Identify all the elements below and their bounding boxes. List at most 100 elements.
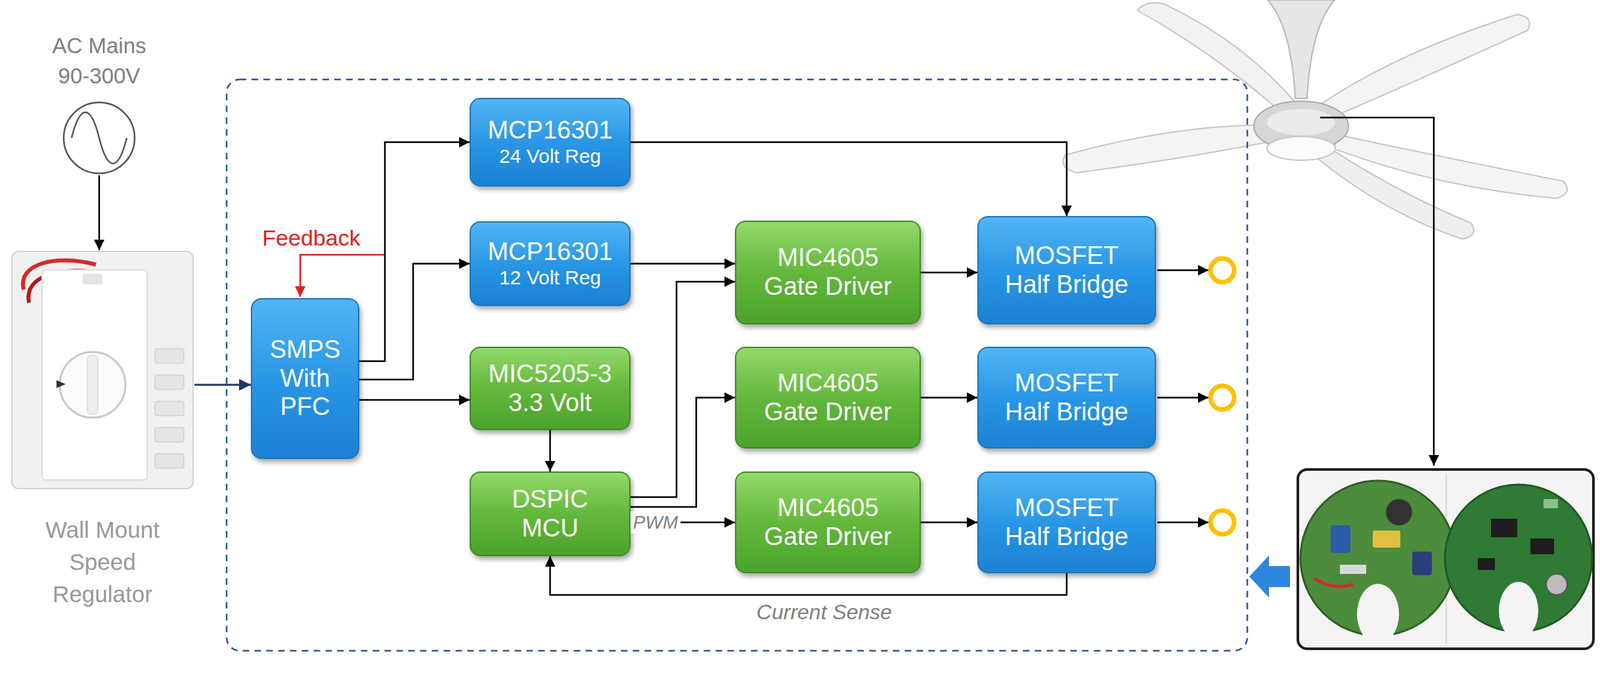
signal-label: Feedback <box>258 224 364 252</box>
regulator-box: MCP1630124 Volt Reg <box>469 97 631 187</box>
box-label: MOSFET Half Bridge <box>1000 493 1133 552</box>
ceiling-fan-illustration <box>1266 136 1336 161</box>
text-holder: MCP1630112 Volt Reg <box>487 237 613 289</box>
box-label: 24 Volt Reg <box>499 145 601 169</box>
output-terminal <box>1210 258 1235 535</box>
speed-regulator-photo <box>11 251 194 489</box>
ceiling-fan-illustration <box>1266 109 1336 136</box>
ac-source-symbol <box>63 102 135 174</box>
connector-arrow <box>920 521 978 524</box>
ceiling-fan-illustration <box>1063 0 1568 240</box>
output-wire <box>1157 521 1209 524</box>
connector-arrow <box>920 271 978 274</box>
connector-arrow <box>549 430 552 472</box>
text-holder: MOSFET Half Bridge <box>1000 493 1133 552</box>
text-holder: MOSFET Half Bridge <box>1000 369 1133 427</box>
connector-arrow <box>359 264 470 381</box>
text-holder: Wall Mount Speed Regulator <box>10 513 195 611</box>
output-terminal <box>1210 258 1235 283</box>
speed-regulator-photo <box>155 375 184 390</box>
pcb-photo <box>1385 499 1413 526</box>
connector-arrow <box>359 142 470 362</box>
speed-regulator-photo <box>155 348 184 364</box>
power-supply-box: SMPS With PFC <box>250 298 360 460</box>
caption-label: AC Mains 90-300V <box>43 30 156 92</box>
pcb-photo <box>1313 577 1354 587</box>
box-label: SMPS With PFC <box>262 335 349 422</box>
output-wire <box>1157 270 1209 523</box>
pcb-photo <box>1543 499 1558 509</box>
box-label: MIC4605 Gate Driver <box>757 243 899 301</box>
speed-regulator-photo <box>56 380 66 389</box>
half-bridge-box: MOSFET Half Bridge <box>977 346 1156 449</box>
box-label: 12 Volt Reg <box>499 266 601 290</box>
ceiling-fan-illustration <box>1307 141 1474 240</box>
output-terminal <box>1210 386 1235 410</box>
connector-arrow <box>920 396 978 399</box>
half-bridge-box: MOSFET Half Bridge <box>977 216 1156 325</box>
ceiling-fan-illustration <box>1313 14 1530 120</box>
feedback-line <box>300 254 385 297</box>
pcb-photo <box>1330 525 1351 554</box>
regulator-box: MIC5205-3 3.3 Volt <box>469 346 631 431</box>
pcb-photo <box>1412 551 1432 576</box>
ceiling-fan-illustration <box>1267 0 1335 99</box>
box-label: MIC4605 Gate Driver <box>757 493 899 552</box>
speed-regulator-photo <box>155 453 184 469</box>
ac-source-symbol <box>71 112 127 164</box>
gate-driver-box: MIC4605 Gate Driver <box>734 471 921 574</box>
gate-driver-box: MIC4605 Gate Driver <box>734 220 921 325</box>
output-wire <box>1157 396 1209 399</box>
speed-regulator-photo <box>42 269 148 481</box>
output-wire <box>1157 269 1209 272</box>
connector-arrow <box>98 175 101 251</box>
text-holder: MIC5205-3 3.3 Volt <box>484 359 617 418</box>
leader-line <box>1320 117 1434 466</box>
pcb-photo <box>1498 581 1539 640</box>
text-holder: MCP1630124 Volt Reg <box>487 116 613 168</box>
ac-source-symbol: AC Mains 90-300V <box>61 100 137 176</box>
connector-arrow <box>630 262 735 265</box>
speed-regulator-photo <box>82 273 103 285</box>
signal-label: Current Sense <box>754 599 895 625</box>
text-holder: MIC4605 Gate Driver <box>757 243 899 301</box>
pcb-photo <box>1372 530 1401 548</box>
pcb-photo <box>1356 583 1400 645</box>
speed-regulator-photo <box>87 355 98 415</box>
caption-label: Wall Mount Speed Regulator <box>32 513 174 611</box>
text-holder: MIC4605 Gate Driver <box>757 493 899 552</box>
connector-arrow <box>359 399 470 402</box>
speed-regulator-photo <box>59 352 126 418</box>
system-boundary <box>226 79 1248 651</box>
pcb-photo <box>1297 469 1594 649</box>
pcb-photo <box>1530 538 1555 555</box>
pcb-photo <box>1339 564 1367 575</box>
text-holder: MIC4605 Gate Driver <box>757 369 899 427</box>
regulator-box: MCP1630112 Volt Reg <box>469 221 631 307</box>
box-label: MCP16301 <box>487 116 613 146</box>
box-label: MIC5205-3 3.3 Volt <box>484 359 617 418</box>
signal-label: PWM <box>630 511 681 534</box>
pcb-photo <box>1477 558 1495 571</box>
ceiling-fan-illustration <box>1137 2 1298 113</box>
connector-arrow <box>630 142 1067 217</box>
connector-arrow <box>630 281 735 498</box>
box-label: MCP16301 <box>487 237 613 267</box>
mcu-box: DSPIC MCU <box>469 471 631 557</box>
connector-arrow <box>194 384 251 387</box>
pcb-photo <box>1297 469 1594 649</box>
speed-regulator-photo: Wall Mount Speed Regulator <box>10 250 195 490</box>
box-label: MIC4605 Gate Driver <box>757 369 899 427</box>
output-terminal <box>1210 511 1235 535</box>
speed-regulator-photo <box>10 250 195 490</box>
box-label: MOSFET Half Bridge <box>1000 241 1133 299</box>
half-bridge-box: MOSFET Half Bridge <box>977 471 1156 574</box>
box-label: MOSFET Half Bridge <box>1000 369 1133 427</box>
ac-source-symbol <box>61 100 137 176</box>
box-label: DSPIC MCU <box>494 485 607 543</box>
text-holder: DSPIC MCU <box>494 485 607 543</box>
ceiling-fan-illustration <box>1063 124 1269 173</box>
speed-regulator-photo <box>155 401 184 416</box>
pcb-photo <box>1546 574 1568 596</box>
